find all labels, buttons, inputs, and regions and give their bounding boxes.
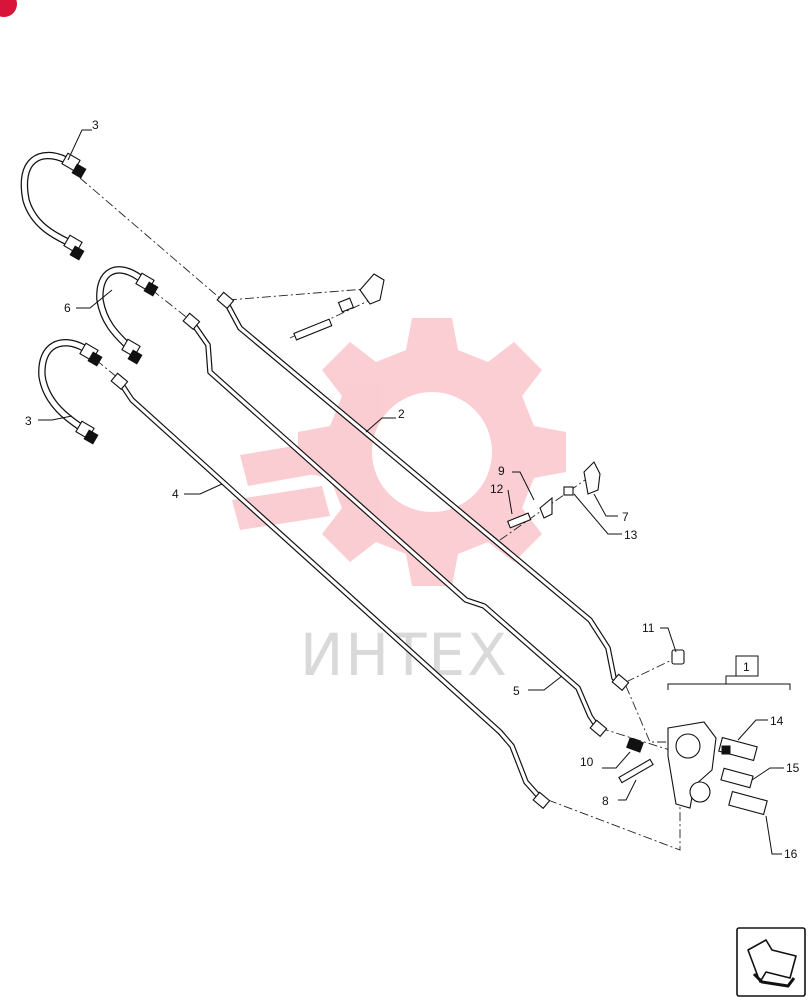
callout-13: 13 <box>624 528 638 542</box>
callout-2: 2 <box>398 407 405 421</box>
hose-3-lower <box>38 339 103 445</box>
leader-lines <box>38 129 784 855</box>
callout-6: 6 <box>64 301 71 315</box>
assembly-box-label: 1 <box>743 660 750 674</box>
assembly-bracket: 1 <box>667 655 791 690</box>
callout-8: 8 <box>602 794 609 808</box>
callout-14: 14 <box>770 714 784 728</box>
watermark-gear-icon <box>232 318 566 586</box>
callout-16: 16 <box>784 847 798 861</box>
tube-5 <box>182 312 608 738</box>
valve-block-assembly <box>618 649 768 816</box>
hose-6 <box>96 266 159 365</box>
tube-4 <box>110 372 551 810</box>
callout-3-lower: 3 <box>25 414 32 428</box>
callout-11: 11 <box>642 621 655 635</box>
upper-clamp-assembly <box>293 273 385 341</box>
callout-12: 12 <box>490 482 504 496</box>
callout-labels: 3 6 3 2 4 9 12 7 13 11 5 14 10 15 8 16 <box>25 118 800 861</box>
callout-4: 4 <box>172 487 179 501</box>
callout-5: 5 <box>513 684 520 698</box>
callout-10: 10 <box>580 755 594 769</box>
middle-clamp-assembly <box>506 461 601 529</box>
tube-2 <box>216 291 630 692</box>
watermark-text: ИНТЕХ <box>300 621 509 689</box>
previous-page-arrow-icon[interactable] <box>736 927 806 997</box>
corner-badge <box>0 0 17 17</box>
callout-7: 7 <box>622 510 629 524</box>
callout-9: 9 <box>498 464 505 478</box>
callout-3-upper: 3 <box>92 118 99 132</box>
assembly-box <box>735 655 759 677</box>
hose-3-upper <box>20 151 87 261</box>
callout-15: 15 <box>786 761 800 775</box>
